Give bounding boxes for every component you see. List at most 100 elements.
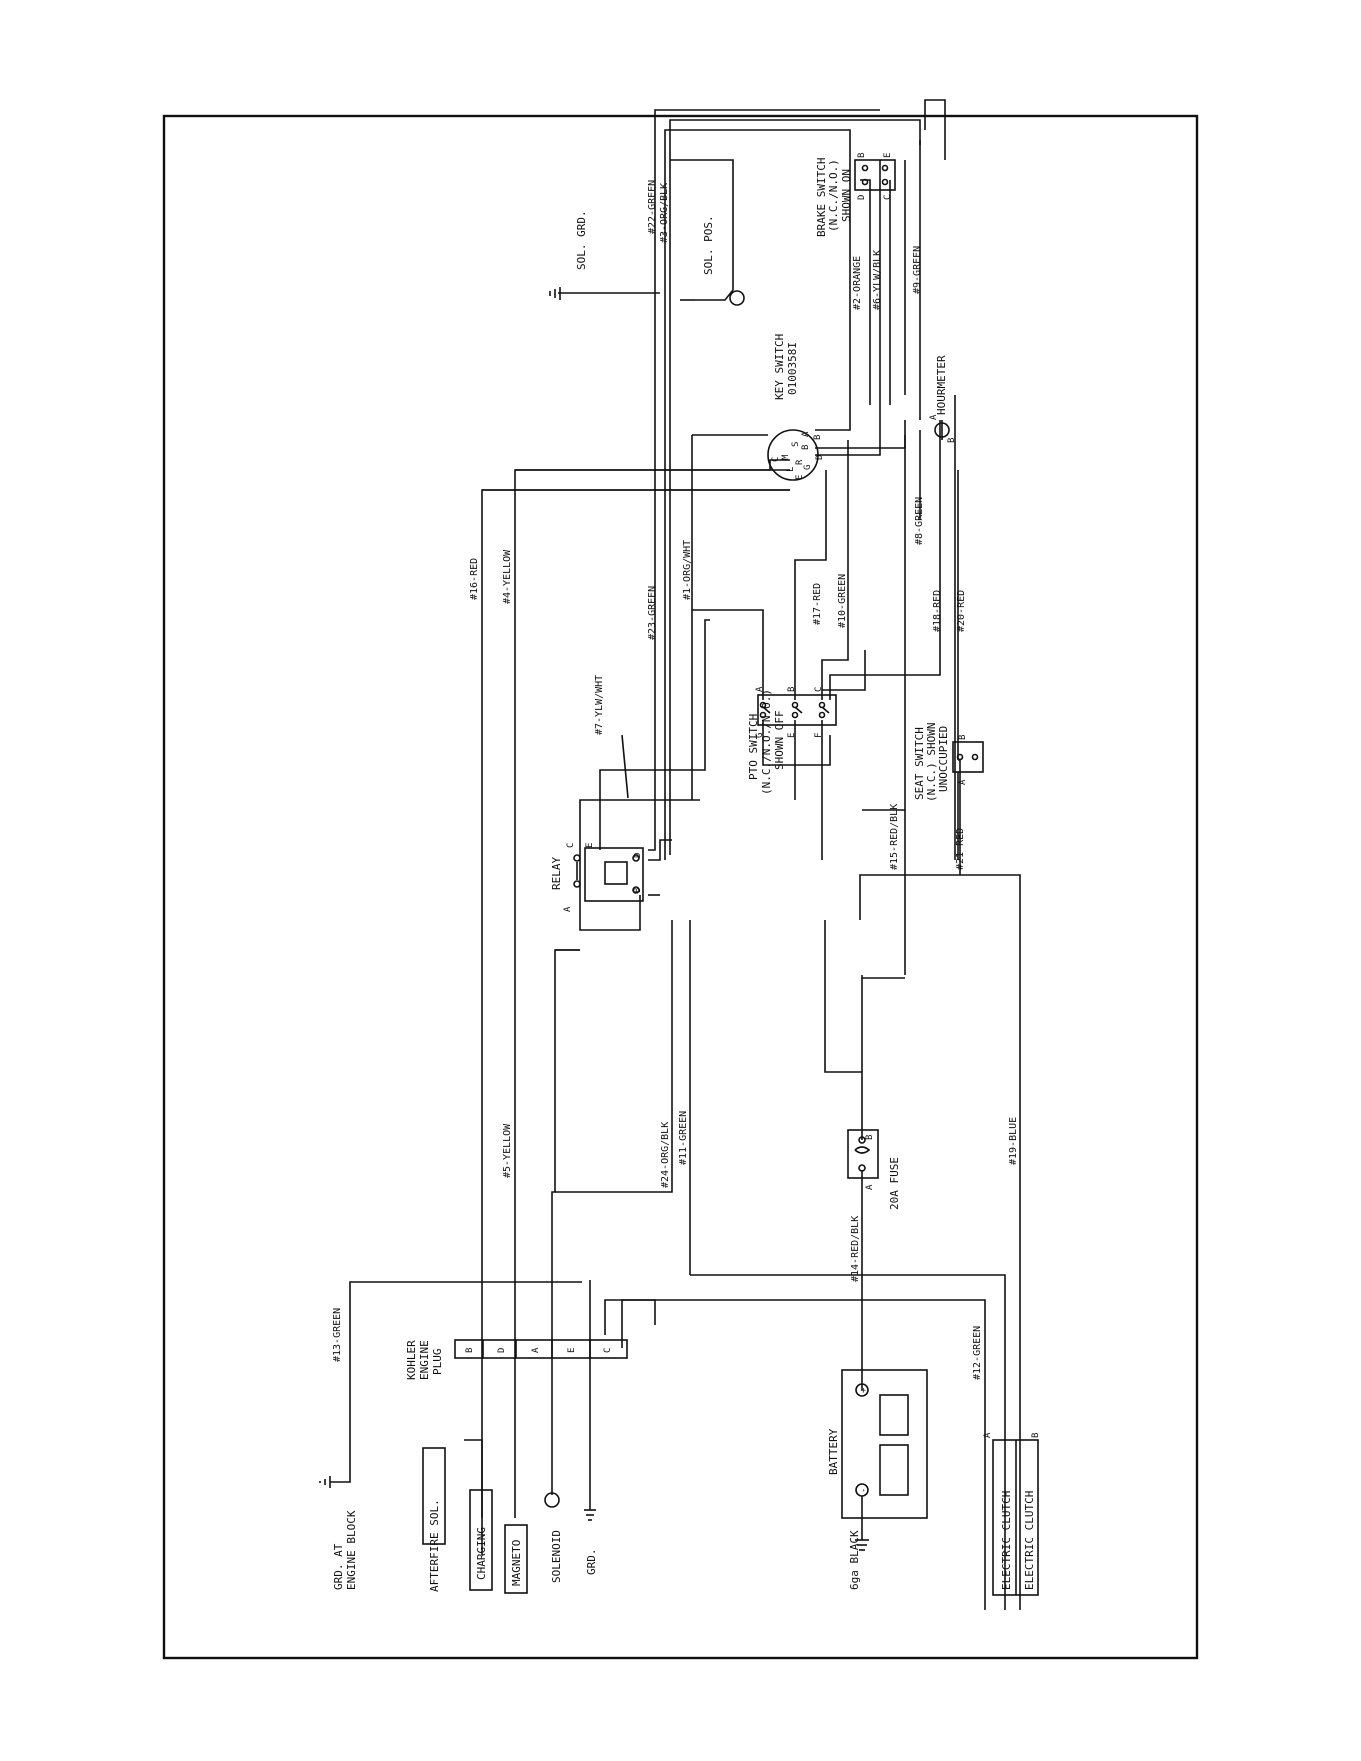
clutch-pin-b: B xyxy=(1031,1433,1041,1438)
wire-15: #15-RED/BLK xyxy=(889,804,900,870)
wire-4: #4-YELLOW xyxy=(502,549,513,604)
wire-9: #9-GREEN xyxy=(912,246,923,294)
label-seat-2: (N.C.) SHOWN xyxy=(925,723,938,802)
label-relay: RELAY xyxy=(550,857,563,890)
key-pin-r: R xyxy=(795,459,805,465)
wire-21: #21-RED xyxy=(955,828,966,870)
plug-pin-c: C xyxy=(603,1348,613,1353)
wire-20: #20-RED xyxy=(956,590,967,632)
label-sol-pos: SOL. POS. xyxy=(702,215,715,275)
key-pin-e: E xyxy=(795,475,805,480)
label-brake-2: (N.C./N.O.) xyxy=(827,159,840,232)
hourmeter-pin-b: B xyxy=(947,438,957,443)
plug-pin-d: D xyxy=(497,1348,507,1353)
wire-18: #18-RED xyxy=(932,590,943,632)
clutch-pin-a: A xyxy=(983,1432,993,1438)
fuse-pin-b: B xyxy=(865,1135,875,1140)
battery-minus: - xyxy=(859,1488,869,1493)
label-pto-3: SHOWN OFF xyxy=(773,710,786,770)
pto-pin-e: E xyxy=(787,733,797,738)
seat-pin-a: A xyxy=(958,779,968,785)
label-brake-3: SHOWN ON xyxy=(840,169,853,222)
wire-labels: #13-GREEN #16-RED #4-YELLOW #5-YELLOW #7… xyxy=(332,180,1019,1380)
fuse-pin-a: A xyxy=(865,1184,875,1190)
label-magneto: MAGNETO xyxy=(510,1540,523,1586)
relay-pin-a: A xyxy=(563,906,573,912)
pto-pin-g: G xyxy=(755,733,765,738)
label-grd-engine-2: ENGINE BLOCK xyxy=(345,1510,358,1590)
key-pin-s: S xyxy=(791,442,801,447)
pto-pin-b: B xyxy=(787,687,797,692)
pto-pin-c: C xyxy=(814,687,824,692)
label-kohler-1: KOHLER xyxy=(405,1340,418,1380)
key-pin-l: L xyxy=(786,467,796,472)
label-pto-1: PTO SWITCH xyxy=(747,714,760,780)
label-brake-1: BRAKE SWITCH xyxy=(815,158,828,237)
pto-pin-a: A xyxy=(755,686,765,692)
wire-1: #1-ORG/WHT xyxy=(682,540,693,600)
wire-2: #2-ORANGE xyxy=(852,256,863,310)
wire-19: #19-BLUE xyxy=(1008,1117,1019,1165)
label-sol-grd: SOL. GRD. xyxy=(575,210,588,270)
wire-11: #11-GREEN xyxy=(678,1111,689,1165)
brake-pin-e: E xyxy=(883,153,893,158)
label-clutch-2: ELECTRIC CLUTCH xyxy=(1023,1491,1036,1590)
label-grd-engine-1: GRD. AT xyxy=(332,1543,345,1590)
key-pin-g: G xyxy=(803,465,813,470)
label-grd: GRD. xyxy=(585,1549,598,1576)
relay-pin-b: B xyxy=(633,888,643,893)
relay-pin-c: C xyxy=(566,843,576,848)
component-labels: GRD. AT ENGINE BLOCK AFTERFIRE SOL. CHAR… xyxy=(332,158,1036,1592)
label-hourmeter: HOURMETER xyxy=(935,355,948,415)
label-kohler-2: ENGINE xyxy=(418,1340,431,1380)
plug-pin-a: A xyxy=(531,1347,541,1353)
pin-labels: B D A E C A C E D B A B C G E F B A B A … xyxy=(465,153,1041,1493)
wire-17: #17-RED xyxy=(812,583,823,625)
wire-10: #10-GREEN xyxy=(837,574,848,628)
label-ground-black: 6ga BLACK xyxy=(848,1530,861,1590)
label-kohler-3: PLUG xyxy=(431,1349,444,1376)
label-charging: CHARGING xyxy=(475,1527,488,1580)
wire-8: #8-GREEN xyxy=(914,497,925,545)
key-pin-c: C xyxy=(771,457,781,462)
key-pin-b: B xyxy=(801,445,811,450)
brake-pin-c: C xyxy=(883,195,893,200)
wire-3: #3-ORG/BLK xyxy=(659,183,670,243)
key-pin-m: M xyxy=(781,454,791,460)
wire-16: #16-RED xyxy=(469,558,480,600)
label-seat-1: SEAT SWITCH xyxy=(913,727,926,800)
wire-23: #23-GREEN xyxy=(647,586,658,640)
label-fuse: 20A FUSE xyxy=(888,1157,901,1210)
hourmeter-pin-a: A xyxy=(929,414,939,420)
battery-plus: + xyxy=(859,1387,869,1393)
wire-6: #6-YLW/BLK xyxy=(872,250,883,310)
key-pin-b2: B xyxy=(813,435,823,440)
relay-pin-d: D xyxy=(633,853,643,858)
label-battery: BATTERY xyxy=(827,1428,840,1475)
wire-5: #5-YELLOW xyxy=(502,1123,513,1178)
label-key-1: KEY SWITCH xyxy=(773,334,786,400)
label-clutch-1: ELECTRIC CLUTCH xyxy=(1000,1491,1013,1590)
label-pto-2: (N.C./N.O./N.O.) xyxy=(760,689,773,795)
plug-pin-b: B xyxy=(465,1348,475,1353)
wire-12: #12-GREEN xyxy=(972,1326,983,1380)
label-key-2: 0100358I xyxy=(786,342,799,395)
diagram-wires xyxy=(162,99,1199,1660)
wire-24: #24-ORG/BLK xyxy=(660,1122,671,1188)
label-seat-3: UNOCCUPIED xyxy=(937,726,950,792)
key-pin-d: D xyxy=(815,455,825,460)
wire-22: #22-GREEN xyxy=(647,180,658,234)
label-solenoid: SOLENOID xyxy=(550,1530,563,1583)
brake-pin-b: B xyxy=(857,153,867,158)
wire-13: #13-GREEN xyxy=(332,1308,343,1362)
wire-14: #14-RED/BLK xyxy=(850,1216,861,1282)
seat-pin-b: B xyxy=(958,735,968,740)
pto-pin-f: F xyxy=(814,733,824,738)
label-afterfire: AFTERFIRE SOL. xyxy=(428,1499,441,1592)
relay-pin-e: E xyxy=(585,843,595,848)
brake-pin-d: D xyxy=(857,195,867,200)
wire-7: #7-YLW/WHT xyxy=(594,675,605,735)
key-pin-a: A xyxy=(801,431,811,437)
plug-pin-e: E xyxy=(567,1348,577,1353)
